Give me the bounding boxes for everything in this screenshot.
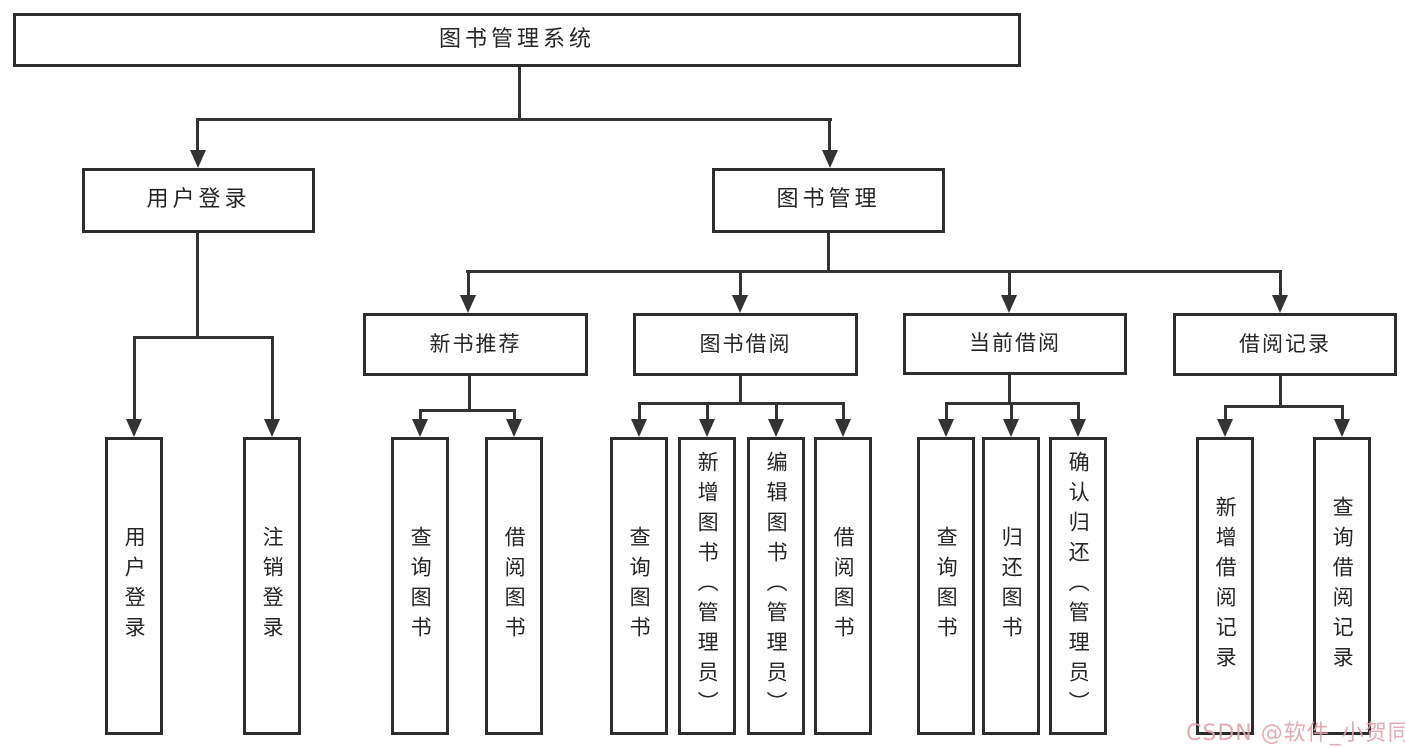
node-label: 查询借阅记录	[1330, 496, 1355, 676]
node-label: 用户登录	[146, 187, 251, 213]
node-new-book-recommendation: 新书推荐	[363, 313, 588, 376]
node-label: 图书管理系统	[438, 26, 595, 52]
arrowhead-down-icon	[1001, 295, 1017, 313]
leaf-search-books: 查询图书	[610, 437, 668, 735]
node-current-borrowing: 当前借阅	[903, 313, 1127, 375]
arrowhead-down-icon	[768, 419, 784, 437]
connector-line	[196, 233, 199, 338]
leaf-search-borrow-record: 查询借阅记录	[1313, 437, 1371, 735]
connector-line	[271, 336, 274, 421]
node-label: 注销登录	[260, 526, 285, 646]
node-book-management: 图书管理	[712, 168, 945, 233]
node-label: 查询图书	[627, 526, 652, 646]
connector-line	[196, 118, 832, 121]
connector-line	[775, 402, 778, 421]
arrowhead-down-icon	[264, 419, 280, 437]
arrowhead-down-icon	[1334, 419, 1350, 437]
connector-line	[419, 409, 516, 412]
arrowhead-down-icon	[732, 295, 748, 313]
leaf-search-books: 查询图书	[917, 437, 975, 735]
node-borrowing-records: 借阅记录	[1173, 313, 1397, 376]
connector-line	[638, 402, 641, 421]
node-label: 新增图书（管理员）	[695, 451, 720, 721]
node-label: 图书管理	[776, 187, 881, 213]
leaf-return-books: 归还图书	[982, 437, 1040, 735]
connector-line	[196, 118, 199, 154]
leaf-confirm-return-admin: 确认归还（管理员）	[1049, 437, 1107, 735]
leaf-borrow-books: 借阅图书	[485, 437, 543, 735]
arrowhead-down-icon	[1003, 419, 1019, 437]
connector-line	[827, 233, 830, 273]
connector-line	[638, 402, 845, 405]
node-label: 查询图书	[934, 526, 959, 646]
arrowhead-down-icon	[699, 419, 715, 437]
leaf-add-borrow-record: 新增借阅记录	[1196, 437, 1254, 735]
node-root-system: 图书管理系统	[13, 13, 1021, 67]
arrowhead-down-icon	[506, 419, 522, 437]
connector-line	[1008, 374, 1011, 405]
leaf-search-books: 查询图书	[391, 437, 449, 735]
arrowhead-down-icon	[126, 419, 142, 437]
connector-line	[467, 270, 470, 297]
connector-line	[1224, 405, 1344, 408]
connector-line	[1341, 405, 1344, 421]
arrowhead-down-icon	[460, 295, 476, 313]
connector-line	[945, 402, 948, 421]
node-label: 编辑图书（管理员）	[764, 451, 789, 721]
node-label: 查询图书	[408, 526, 433, 646]
connector-line	[1077, 402, 1080, 421]
csdn-watermark: CSDN @软件_小贺同学	[1186, 721, 1405, 746]
connector-line	[1008, 270, 1011, 297]
node-label: 当前借阅	[969, 331, 1061, 356]
leaf-logout: 注销登录	[243, 437, 301, 735]
connector-line	[706, 402, 709, 421]
connector-line	[1224, 405, 1227, 421]
node-label: 借阅记录	[1239, 331, 1331, 356]
connector-line	[1279, 270, 1282, 297]
arrowhead-down-icon	[412, 419, 428, 437]
node-label: 新书推荐	[429, 331, 522, 356]
connector-line	[518, 66, 521, 121]
node-label: 归还图书	[999, 526, 1024, 646]
connector-line	[739, 376, 742, 405]
connector-line	[739, 270, 742, 297]
arrowhead-down-icon	[938, 419, 954, 437]
connector-line	[133, 336, 136, 421]
connector-line	[419, 409, 422, 421]
arrowhead-down-icon	[1272, 295, 1288, 313]
node-label: 图书借阅	[699, 331, 792, 356]
arrowhead-down-icon	[835, 419, 851, 437]
arrowhead-down-icon	[631, 419, 647, 437]
leaf-edit-books-admin: 编辑图书（管理员）	[747, 437, 805, 735]
node-label: 新增借阅记录	[1213, 496, 1238, 676]
connector-line	[468, 376, 471, 412]
connector-line	[828, 118, 831, 154]
leaf-user-login: 用户登录	[105, 437, 163, 735]
connector-line	[466, 270, 1282, 273]
node-label: 借阅图书	[502, 526, 527, 646]
arrowhead-down-icon	[190, 150, 206, 168]
node-label: 用户登录	[122, 526, 147, 646]
node-label: 借阅图书	[831, 526, 856, 646]
arrowhead-down-icon	[1217, 419, 1233, 437]
arrowhead-down-icon	[1070, 419, 1086, 437]
node-user-login: 用户登录	[82, 168, 315, 233]
connector-line	[842, 402, 845, 421]
arrowhead-down-icon	[822, 150, 838, 168]
connector-line	[133, 336, 274, 339]
connector-line	[1279, 376, 1282, 408]
leaf-add-books-admin: 新增图书（管理员）	[678, 437, 736, 735]
connector-line	[1010, 402, 1013, 421]
node-book-borrowing: 图书借阅	[633, 313, 858, 376]
connector-line	[513, 409, 516, 421]
node-label: 确认归还（管理员）	[1066, 451, 1091, 721]
leaf-borrow-books: 借阅图书	[814, 437, 872, 735]
